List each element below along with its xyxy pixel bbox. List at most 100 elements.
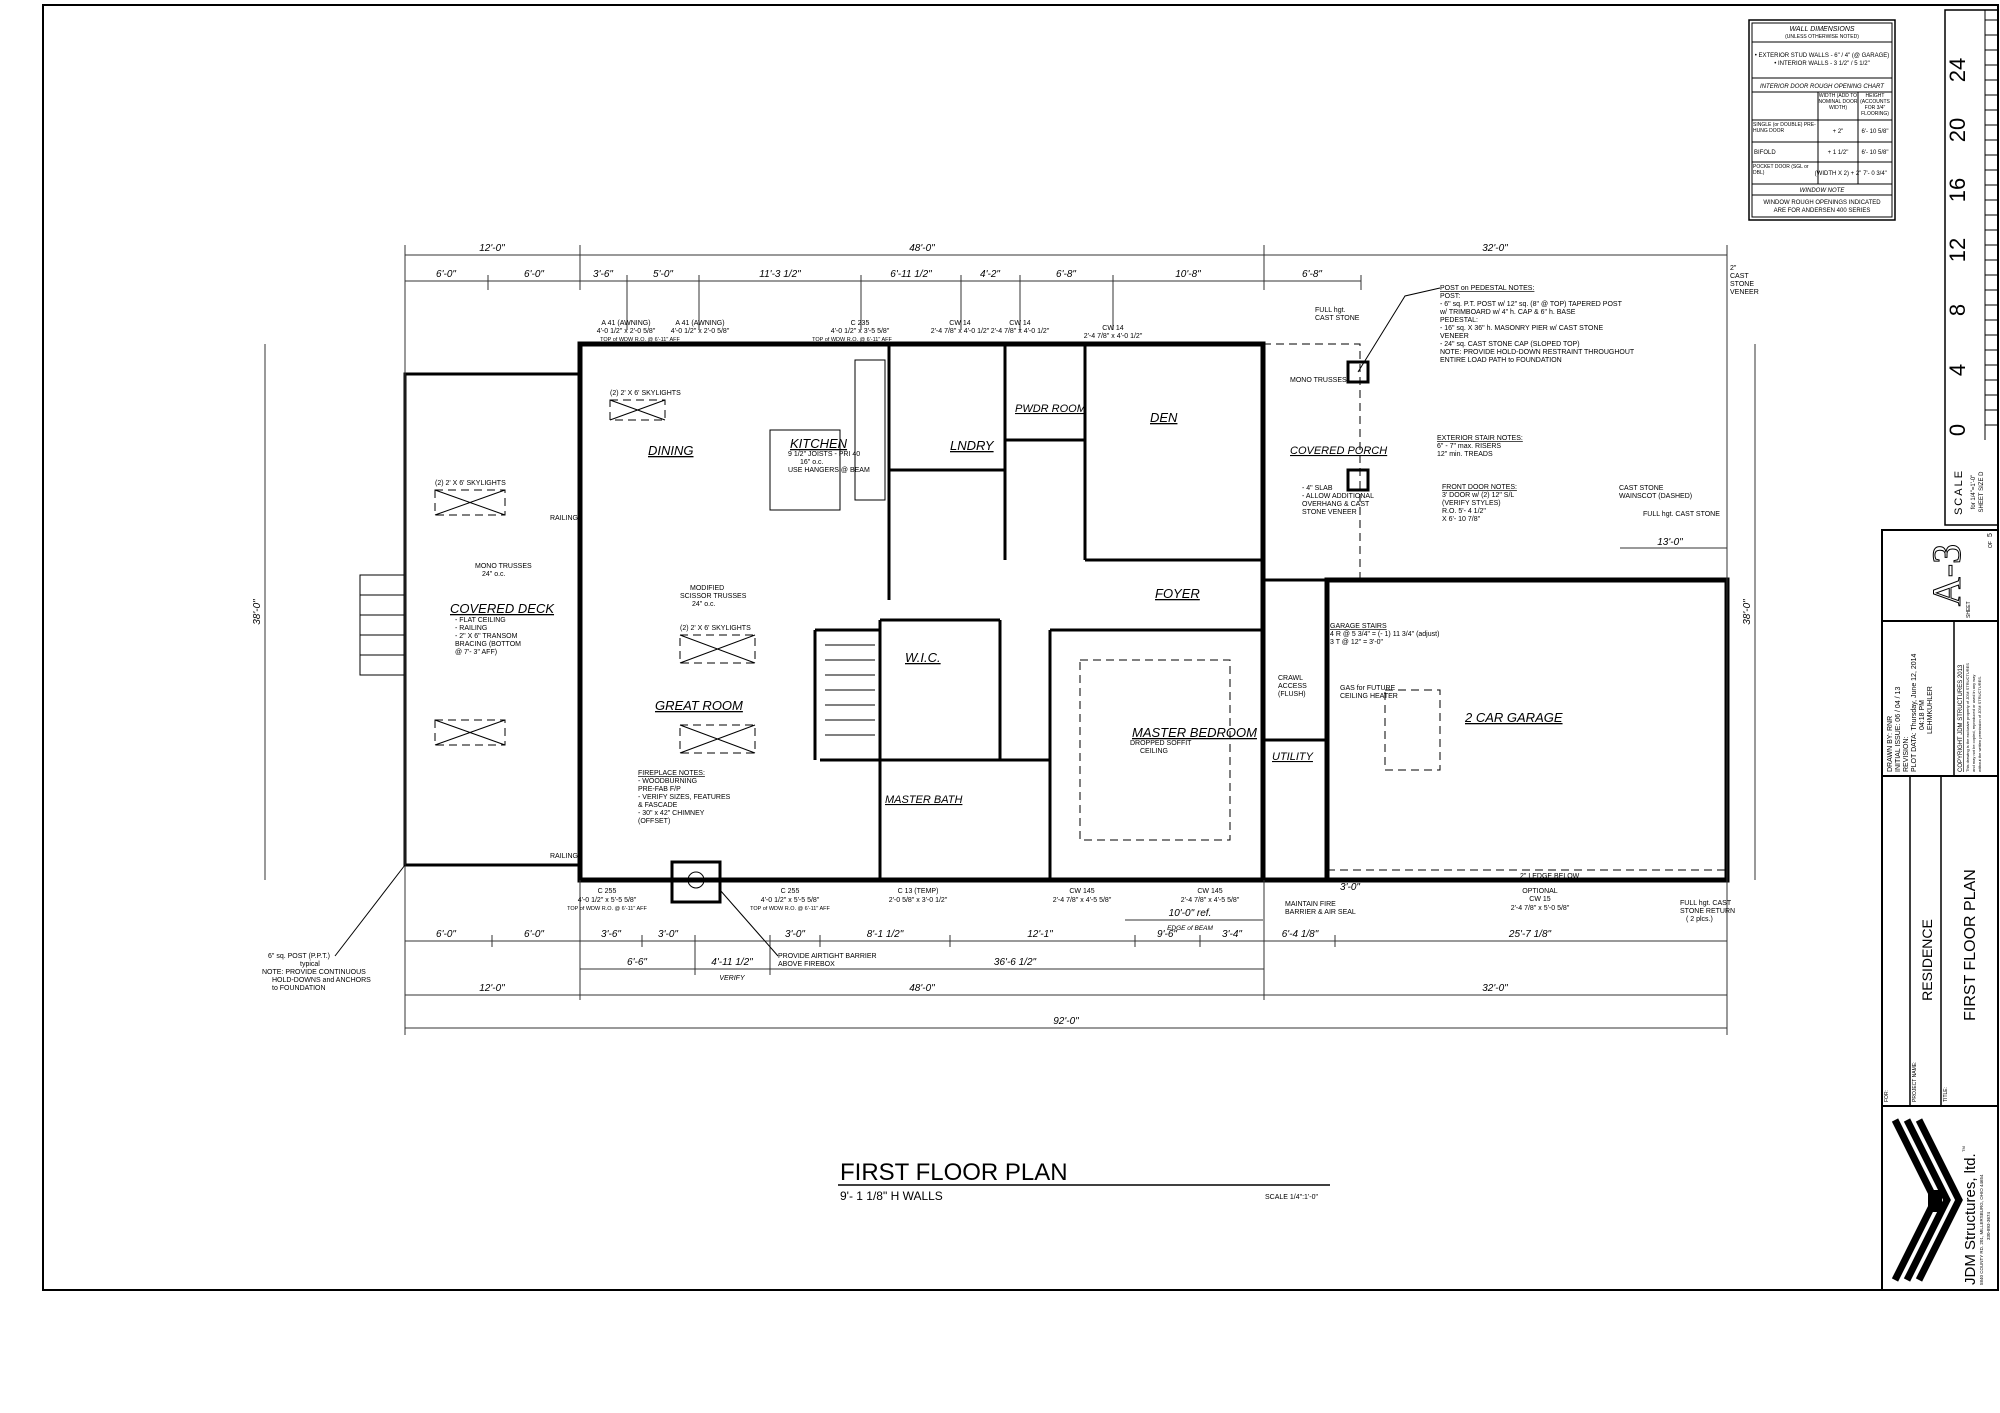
window-size: 2'-4 7/8" x 4'-0 1/2" [991, 328, 1050, 335]
note-line: MONO TRUSSES [475, 563, 532, 570]
note-line: (VERIFY STYLES) [1442, 500, 1501, 507]
window-tag: A 41 (AWNING) [601, 320, 650, 327]
sheet-label: SHEET [1966, 601, 1972, 618]
side-dimensions: 38'-0" 38'-0" 13'-0" [252, 344, 1756, 880]
note-heading: POST on PEDESTAL NOTES: [1440, 285, 1534, 292]
window-note: TOP of WDW R.O. @ 6'-11" AFF [812, 337, 892, 343]
note-line: NOTE: PROVIDE HOLD-DOWN RESTRAINT THROUG… [1440, 349, 1635, 356]
notes: POST on PEDESTAL NOTES: POST: - 6" sq. P… [262, 265, 1759, 992]
room-covered-porch: COVERED PORCH [1290, 445, 1387, 457]
dim-label: 36'-6 1/2" [994, 957, 1037, 968]
post-typical-note: 6" sq. POST (P.P.T.) typical NOTE: PROVI… [262, 864, 406, 992]
room-den: DEN [1150, 410, 1178, 425]
window-tag: C 255 [781, 888, 800, 895]
window-tag: CW 14 [1102, 325, 1124, 332]
window-size: 4'-0 1/2" x 3'-5 5/8" [831, 328, 890, 335]
dim-label: 5'-0" [653, 269, 673, 280]
kitchen-counter [854, 359, 886, 501]
note-line: VENEER [1440, 333, 1469, 340]
note-line: typical [300, 961, 320, 968]
dim-label: 12'-1" [1027, 929, 1053, 940]
of-label: OF [1988, 541, 1994, 548]
note-line: POST: [1440, 293, 1460, 300]
note-line: CAST [1730, 273, 1749, 280]
copyright: COPYRIGHT JDM STRUCTURES 2013 [1958, 664, 1964, 772]
copyright-text: and may not be copied, reproduced or use… [1971, 675, 1976, 772]
dim-label: 6'-8" [1056, 269, 1076, 280]
dim-note: VERIFY [719, 975, 746, 982]
room-kitchen: KITCHEN [790, 436, 848, 451]
note-line: 16" o.c. [800, 459, 824, 466]
sheet-border [42, 4, 1999, 1291]
note-line: STONE [1730, 281, 1754, 288]
dim-note: EDGE of BEAM [1167, 925, 1213, 932]
dim-label: 3'-0" [1340, 882, 1360, 893]
dim-label: 9'-6" [1157, 929, 1177, 940]
ruler-label: SCALE [1953, 469, 1965, 515]
note-line: CAST STONE [1619, 485, 1664, 492]
note-line: 6" - 7" max. RISERS [1437, 443, 1501, 450]
note-line: - ALLOW ADDITIONAL [1302, 493, 1374, 500]
ruler-number: 8 [1945, 304, 1970, 316]
room-dining: DINING [648, 443, 694, 458]
note-line: PEDESTAL: [1440, 317, 1478, 324]
window-tag: CW 15 [1529, 896, 1551, 903]
room-master-bedroom: MASTER BEDROOM [1132, 725, 1257, 740]
window-size: 2'-4 7/8" x 4'-5 5/8" [1181, 897, 1240, 904]
note-line: (2) 2' X 6' SKYLIGHTS [435, 480, 506, 487]
window-note: TOP of WDW R.O. @ 6'-11" AFF [600, 337, 680, 343]
window-tag: CW 14 [1009, 320, 1031, 327]
note-line: w/ TRIMBOARD w/ 4" h. CAP & 6" h. BASE [1439, 309, 1576, 316]
note-line: (OFFSET) [638, 818, 670, 825]
window-size: 2'-4 7/8" x 4'-0 1/2" [1084, 333, 1143, 340]
note-line: RAILING [550, 515, 578, 522]
skylight-icon [609, 399, 666, 421]
window-tag: C 13 (TEMP) [898, 888, 939, 895]
row-height: 6'- 10 5/8" [1862, 150, 1889, 156]
note-heading: FRONT DOOR NOTES: [1442, 484, 1517, 491]
dim-label: 10'-8" [1175, 269, 1201, 280]
note-line: ACCESS [1278, 683, 1307, 690]
note-line: - VERIFY SIZES, FEATURES [638, 794, 731, 801]
note-line: 3 T @ 12" = 3'-0" [1330, 639, 1384, 646]
window-tag: CW 145 [1069, 888, 1094, 895]
note-line: - 24" sq. CAST STONE CAP (SLOPED TOP) [1440, 341, 1580, 348]
note-line: NOTE: PROVIDE CONTINUOUS [262, 969, 366, 976]
dim-label: 6'-8" [1302, 269, 1322, 280]
kitchen-island [769, 429, 841, 511]
row-height: 6'- 10 5/8" [1862, 129, 1889, 135]
note-line: FULL hgt. [1315, 307, 1346, 314]
note-line: CAST STONE [1315, 315, 1360, 322]
dim-label: 38'-0" [1742, 599, 1753, 625]
company-name: JDM Structures, ltd. [1962, 1153, 1979, 1285]
skylight-icon [679, 634, 756, 664]
window-size: 2'-4 7/8" x 5'-0 5/8" [1511, 905, 1570, 912]
top-window-tags: A 41 (AWNING) 4'-0 1/2" x 2'-0 5/8" A 41… [597, 320, 1143, 343]
note-heading: FIREPLACE NOTES: [638, 770, 705, 777]
dim-label: 6'-0" [524, 269, 544, 280]
note-line: 2" LEDGE BELOW [1520, 873, 1580, 880]
dim-label: 13'-0" [1657, 537, 1683, 548]
copyright-text: without the written permission of JDM ST… [1977, 676, 1982, 772]
note-line: BRACING (BOTTOM [455, 641, 521, 648]
row-width: + 1 1/2" [1828, 150, 1849, 156]
col-header-height: HEIGHT (ACCOUNTS FOR 3/4" FLOORING) [1860, 93, 1890, 117]
dim-label: 25'-7 1/8" [1508, 929, 1552, 940]
porch-post-pedestal [1346, 468, 1370, 492]
drawing-title: FIRST FLOOR PLAN [840, 1159, 1068, 1186]
wall-dimensions-table: WALL DIMENSIONS (UNLESS OTHERWISE NOTED)… [1748, 19, 1896, 221]
fireplace [670, 860, 722, 904]
dim-label: 6'-4 1/8" [1282, 929, 1319, 940]
dim-label: 6'-0" [524, 929, 544, 940]
title-label: TITLE: [1943, 1087, 1949, 1102]
note-line: X 6'- 10 7/8" [1442, 516, 1481, 523]
table-subtitle: (UNLESS OTHERWISE NOTED) [1785, 34, 1859, 40]
note-line: @ 7'- 3" AFF) [455, 649, 497, 656]
row-type: SINGLE (or DOUBLE) PRE-HUNG DOOR [1753, 122, 1816, 134]
window-note: TOP of WDW R.O. @ 6'-11" AFF [750, 906, 830, 912]
ruler-sub: for 1/4"=1'-0" [1971, 475, 1977, 510]
skylight-icon [434, 719, 506, 746]
note-line: PROVIDE AIRTIGHT BARRIER [778, 953, 877, 960]
note-line: (FLUSH) [1278, 691, 1306, 698]
